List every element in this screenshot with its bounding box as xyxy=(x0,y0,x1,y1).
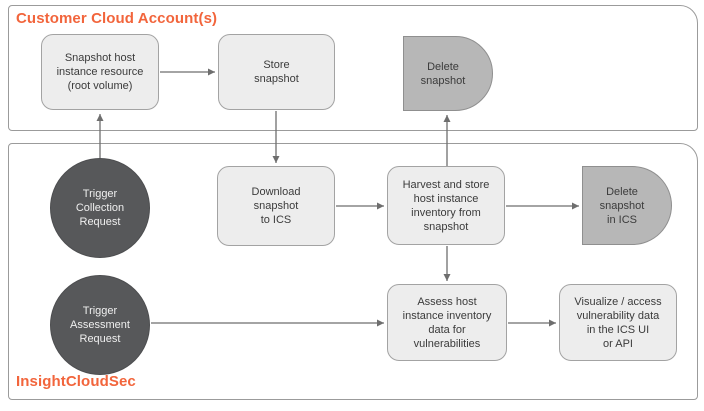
node-trigger-collection-request: Trigger Collection Request xyxy=(50,158,150,258)
node-store-snapshot: Store snapshot xyxy=(218,34,335,110)
node-snapshot-host-instance: Snapshot host instance resource (root vo… xyxy=(41,34,159,110)
node-delete-snapshot-in-ics: Delete snapshot in ICS xyxy=(582,166,672,245)
node-harvest-inventory: Harvest and store host instance inventor… xyxy=(387,166,505,245)
insightcloudsec-title: InsightCloudSec xyxy=(16,373,136,390)
node-assess-inventory: Assess host instance inventory data for … xyxy=(387,284,507,361)
node-delete-snapshot: Delete snapshot xyxy=(403,36,493,111)
node-visualize-vulnerability-data: Visualize / access vulnerability data in… xyxy=(559,284,677,361)
node-trigger-assessment-request: Trigger Assessment Request xyxy=(50,275,150,375)
node-download-snapshot-to-ics: Download snapshot to ICS xyxy=(217,166,335,246)
customer-cloud-title: Customer Cloud Account(s) xyxy=(16,10,218,27)
